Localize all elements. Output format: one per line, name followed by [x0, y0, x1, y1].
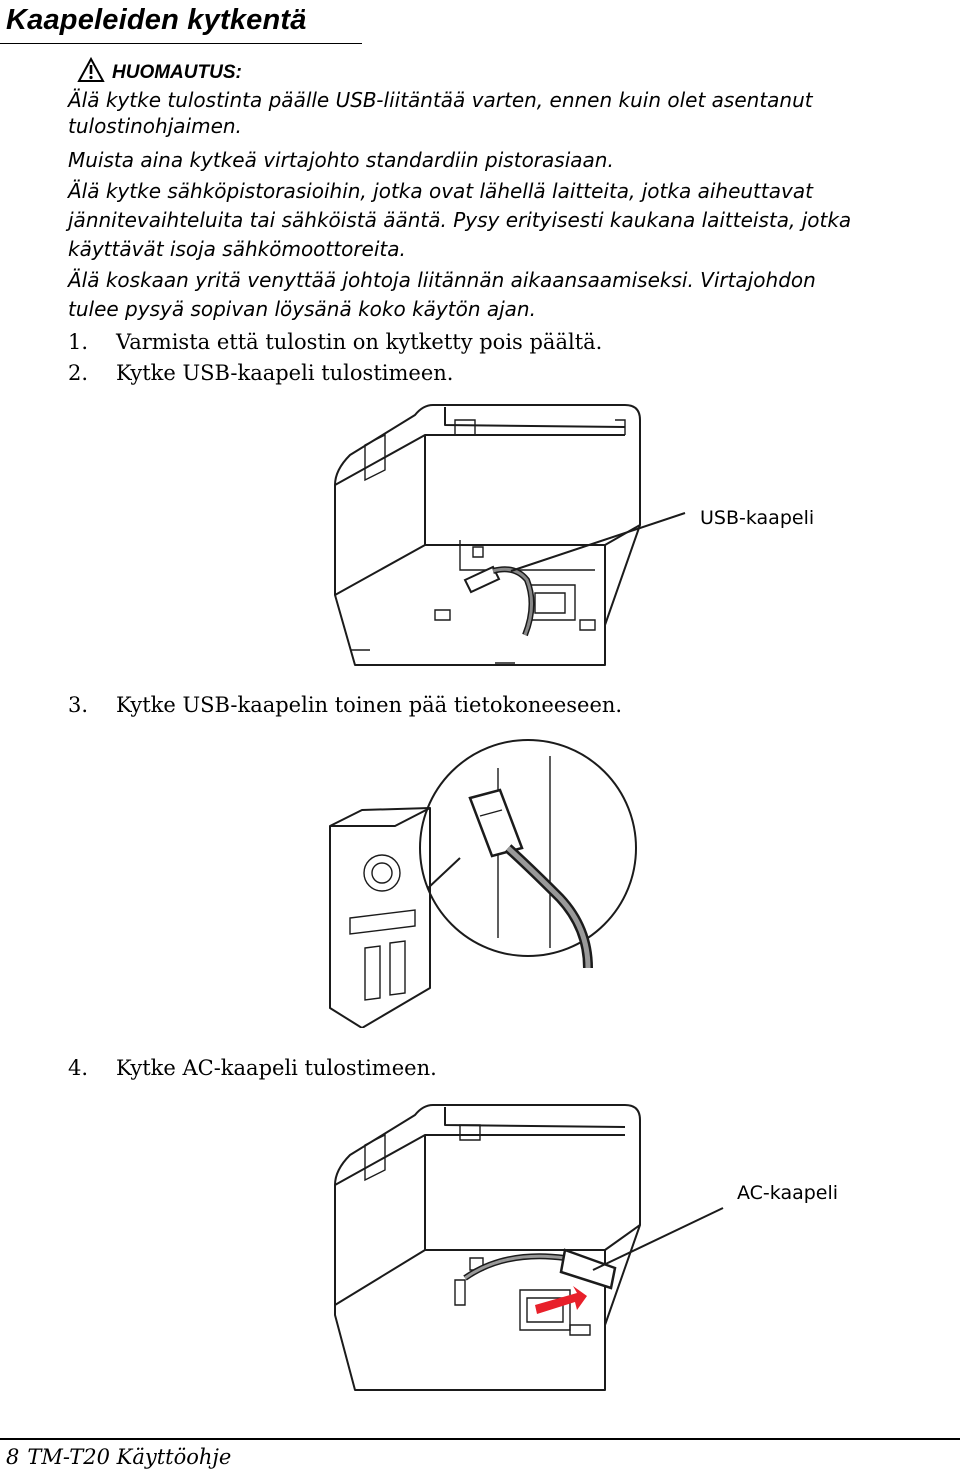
- note-paragraph-1: Älä kytke tulostinta päälle USB-liitäntä…: [68, 86, 928, 141]
- section-heading: Kaapeleiden kytkentä: [6, 4, 307, 36]
- step-text: Kytke USB-kaapeli tulostimeen.: [116, 361, 454, 385]
- ac-cable-callout: AC-kaapeli: [737, 1182, 839, 1204]
- step-number: 3.: [68, 693, 89, 717]
- note-line: tulee pysyä sopivan löysänä koko käytön …: [68, 297, 536, 321]
- step-text: Kytke USB-kaapelin toinen pää tietokonee…: [116, 693, 623, 717]
- computer-usb-illustration: [329, 739, 637, 1028]
- page-number: 8: [6, 1445, 20, 1469]
- note-line: tulostinohjaimen.: [68, 114, 242, 138]
- step-3: 3. Kytke USB-kaapelin toinen pää tietokon…: [68, 693, 622, 717]
- note-line: Älä koskaan yritä venyttää johtoja liitä…: [68, 268, 816, 292]
- note-line: Muista aina kytkeä virtajohto standardii…: [68, 148, 614, 172]
- step-2: 2. Kytke USB-kaapeli tulostimeen.: [68, 361, 453, 385]
- note-paragraph-3: Älä kytke sähköpistorasioihin, jotka ova…: [68, 177, 928, 264]
- note-line: käyttävät isoja sähkömoottoreita.: [68, 237, 406, 261]
- printer-ac-illustration: [334, 1104, 724, 1391]
- note-line: jännitevaihteluita tai sähköistä ääntä. …: [68, 208, 852, 232]
- footer-rule: [0, 1438, 960, 1440]
- manual-title: TM-T20 Käyttöohje: [27, 1445, 232, 1469]
- note-title: HUOMAUTUS:: [112, 62, 242, 83]
- step-text: Kytke AC-kaapeli tulostimeen.: [116, 1056, 437, 1080]
- step-4: 4. Kytke AC-kaapeli tulostimeen.: [68, 1056, 437, 1080]
- heading-rule: [0, 43, 362, 44]
- step-1: 1. Varmista että tulostin on kytketty poi…: [68, 330, 602, 354]
- note-paragraph-2: Muista aina kytkeä virtajohto standardii…: [68, 146, 928, 175]
- printer-usb-illustration: [334, 404, 686, 666]
- step-number: 2.: [68, 361, 89, 385]
- page-footer: 8 TM-T20 Käyttöohje: [6, 1445, 231, 1469]
- note-line: Älä kytke tulostinta päälle USB-liitäntä…: [68, 88, 813, 112]
- warning-triangle-icon: [77, 56, 105, 82]
- step-text: Varmista että tulostin on kytketty pois …: [116, 330, 603, 354]
- note-line: Älä kytke sähköpistorasioihin, jotka ova…: [68, 179, 813, 203]
- step-number: 4.: [68, 1056, 89, 1080]
- usb-cable-callout: USB-kaapeli: [700, 507, 815, 529]
- step-number: 1.: [68, 330, 89, 354]
- note-paragraph-4: Älä koskaan yritä venyttää johtoja liitä…: [68, 266, 928, 324]
